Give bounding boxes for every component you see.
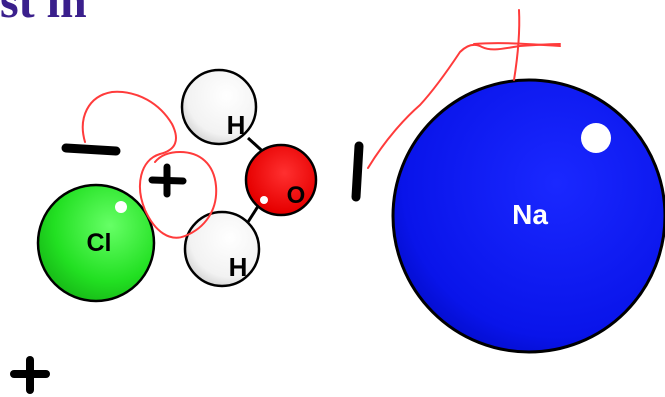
red-stroke-to-sodium <box>367 43 561 169</box>
red-plus-vertical <box>513 9 521 81</box>
hydrogen-atom-top: H <box>180 68 258 146</box>
red-loop-around-plus <box>81 90 218 239</box>
charge-marks <box>10 141 364 394</box>
plus-sign-hydrogen <box>148 163 187 198</box>
minus-sign-oxygen <box>351 141 364 202</box>
oxygen-label: O <box>287 182 306 209</box>
hydrogen-atom-bottom: H <box>183 210 261 288</box>
chlorine-label: Cl <box>87 229 112 257</box>
sodium-atom: Na <box>391 78 665 354</box>
handwritten-annotations <box>81 9 561 239</box>
chlorine-atom: Cl <box>36 183 156 303</box>
hydrogen-bottom-label: H <box>229 252 248 282</box>
slide-title-fragment: st in <box>0 0 87 28</box>
red-plus-horizontal <box>473 42 561 47</box>
minus-sign-chlorine <box>61 143 121 156</box>
sodium-label: Na <box>512 199 548 230</box>
oxygen-atom: O <box>244 143 318 217</box>
plus-sign-lower-left <box>10 356 50 394</box>
hydrogen-top-label: H <box>227 110 246 140</box>
